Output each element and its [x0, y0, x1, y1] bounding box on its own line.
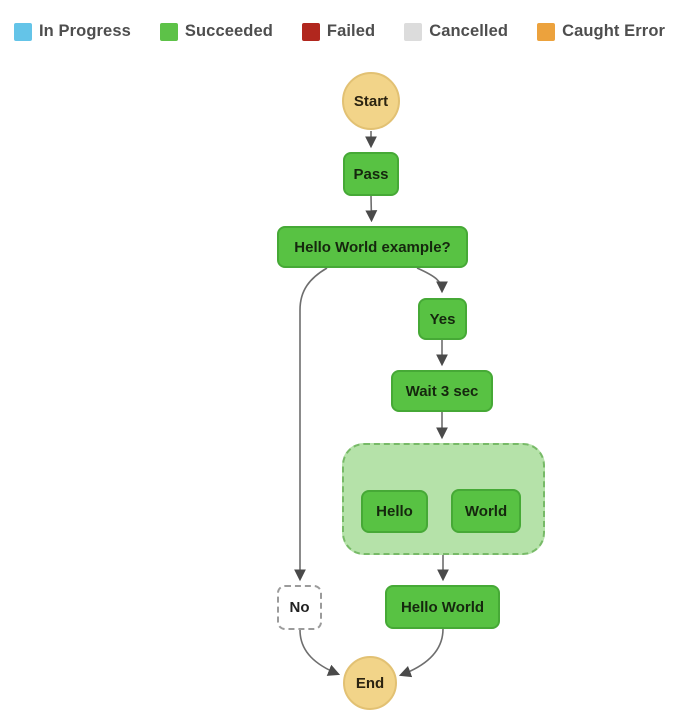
legend-item-failed: Failed — [301, 22, 376, 41]
succeeded-swatch — [159, 22, 178, 41]
state-wait-3-sec[interactable]: Wait 3 sec — [391, 370, 493, 412]
end-node: End — [343, 656, 397, 710]
legend-label: Caught Error — [562, 22, 666, 40]
choice-branch-yes: Yes — [418, 298, 467, 340]
legend-label: Succeeded — [184, 22, 273, 40]
edge-choice-to-yes — [416, 267, 448, 294]
state-world[interactable]: World — [451, 489, 521, 533]
legend-item-in-progress: In Progress — [14, 22, 131, 41]
state-hello-world[interactable]: Hello World — [385, 585, 500, 629]
edge-pass-to-choice — [365, 195, 378, 223]
cancelled-swatch — [404, 22, 423, 41]
legend-item-succeeded: Succeeded — [159, 22, 273, 41]
edge-no-to-end — [299, 629, 341, 676]
legend-label: Failed — [326, 22, 376, 40]
state-pass[interactable]: Pass — [343, 152, 399, 196]
legend-label: In Progress — [39, 22, 131, 40]
start-node: Start — [342, 72, 400, 130]
in-progress-swatch — [14, 22, 32, 41]
edge-hello-world-to-end — [398, 628, 444, 678]
legend-item-caught-error: Caught Error — [537, 22, 665, 41]
state-hello[interactable]: Hello — [361, 490, 428, 533]
execution-status-legend: In Progress Succeeded Failed Cancelled C… — [14, 22, 665, 41]
edge-choice-to-no — [294, 267, 328, 582]
failed-swatch — [301, 22, 320, 41]
caught-error-swatch — [537, 22, 556, 41]
legend-label: Cancelled — [429, 22, 509, 40]
legend-item-cancelled: Cancelled — [404, 22, 508, 41]
choice-branch-no: No — [277, 585, 322, 630]
state-choice-hello-world-example[interactable]: Hello World example? — [277, 226, 468, 268]
